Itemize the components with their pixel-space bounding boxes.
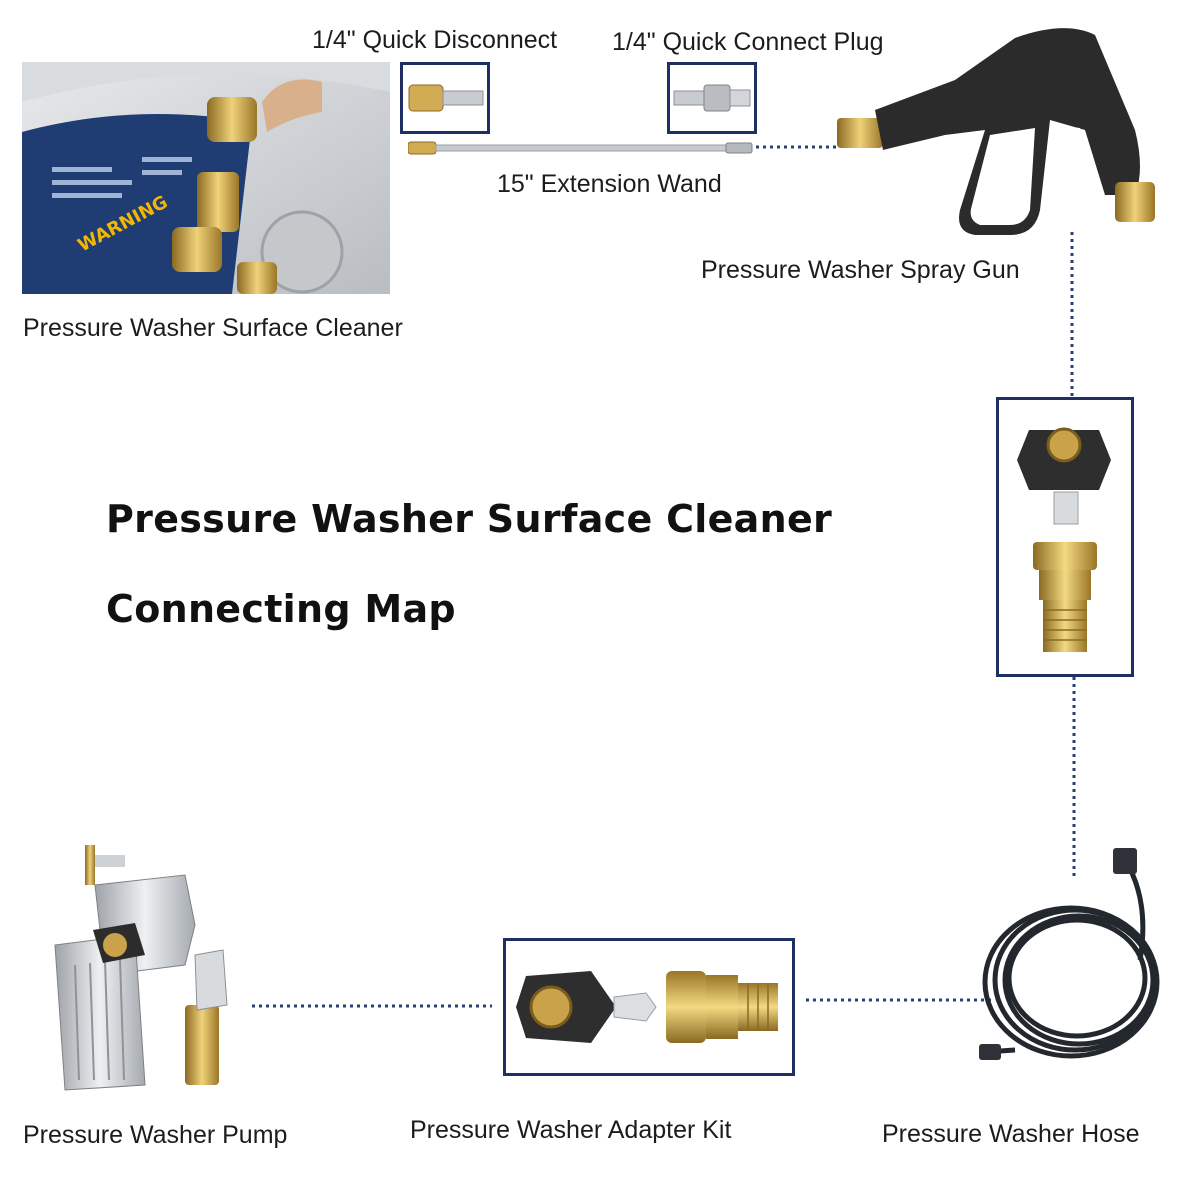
spray-gun-photo <box>835 10 1170 250</box>
surface-cleaner-photo: WARNING <box>22 62 390 294</box>
extension-wand-label: 15" Extension Wand <box>497 170 722 198</box>
hose-photo <box>975 840 1185 1070</box>
connector-adapter-hose <box>1071 677 1077 877</box>
quick-connect-plug-frame <box>667 62 757 134</box>
adapter-kit-horizontal-frame <box>503 938 795 1076</box>
connector-pump-adapter <box>252 1003 492 1009</box>
quick-connect-plug-label: 1/4" Quick Connect Plug <box>612 28 884 56</box>
pump-label: Pressure Washer Pump <box>23 1121 288 1149</box>
quick-disconnect-frame <box>400 62 490 134</box>
diagram-title-line2: Connecting Map <box>106 587 456 631</box>
spray-gun-label: Pressure Washer Spray Gun <box>701 256 1020 284</box>
surface-cleaner-label: Pressure Washer Surface Cleaner <box>23 314 403 342</box>
adapter-kit-label: Pressure Washer Adapter Kit <box>410 1116 732 1144</box>
diagram-title-line1: Pressure Washer Surface Cleaner <box>106 497 833 541</box>
quick-disconnect-label: 1/4" Quick Disconnect <box>312 26 558 54</box>
connector-wand-gun <box>756 144 840 150</box>
extension-wand <box>408 138 753 158</box>
hose-label: Pressure Washer Hose <box>882 1120 1140 1148</box>
adapter-kit-vertical-frame <box>996 397 1134 677</box>
connector-gun-adapter <box>1069 232 1075 397</box>
pump-photo <box>45 835 255 1095</box>
connector-adapter-hose-bottom <box>806 997 992 1003</box>
